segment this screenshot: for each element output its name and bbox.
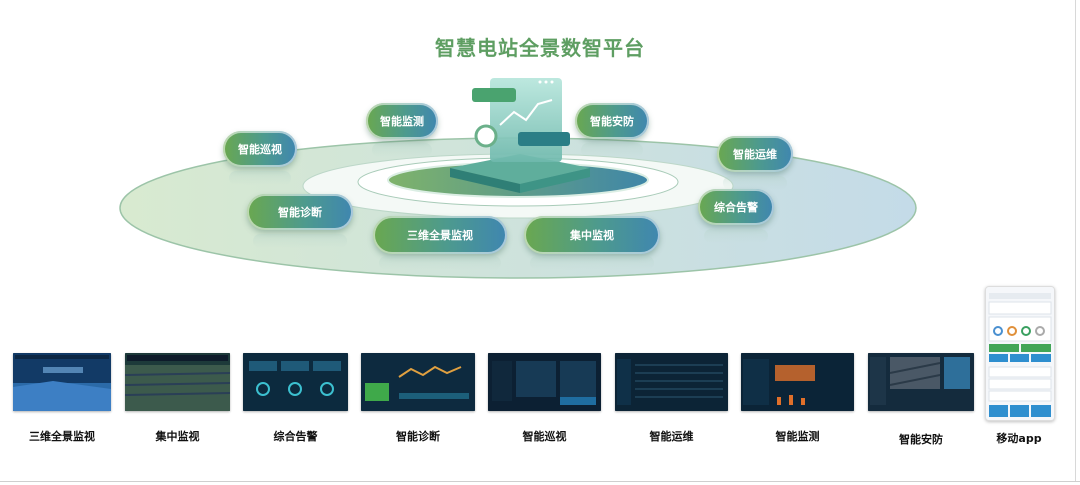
module-smart-patrol[interactable]: 智能巡视: [223, 131, 297, 185]
page-title: 智慧电站全景数智平台: [435, 36, 645, 60]
screen-thumb-central-monitoring[interactable]: [125, 353, 230, 411]
label-smart-security[interactable]: 智能安防: [899, 433, 943, 446]
bottom-divider: [0, 481, 1080, 482]
module-smart-diagnosis[interactable]: 智能诊断: [247, 194, 353, 248]
screen-thumb-smart-monitoring[interactable]: [741, 353, 854, 411]
screen-thumb-smart-patrol[interactable]: [488, 353, 601, 411]
module-smart-operation[interactable]: 智能运维: [717, 136, 793, 190]
screen-thumb-comprehensive-alarm[interactable]: [243, 353, 348, 411]
screen-thumb-smart-diagnosis[interactable]: [361, 353, 475, 411]
thumb-image: [488, 353, 601, 411]
thumb-image: [13, 353, 111, 411]
right-divider: [1075, 0, 1076, 481]
phone-image: [986, 287, 1054, 420]
label-3d-panorama[interactable]: 三维全景监视: [29, 430, 95, 443]
module-3d-panorama[interactable]: 三维全景监视: [373, 216, 507, 270]
thumb-image: [125, 353, 230, 411]
screen-thumb-smart-security[interactable]: [868, 353, 974, 411]
label-smart-monitoring[interactable]: 智能监测: [775, 430, 820, 443]
module-smart-monitoring[interactable]: 智能监测: [366, 103, 438, 157]
label-comprehensive-alarm[interactable]: 综合告警: [273, 430, 318, 443]
thumb-image: [741, 353, 854, 411]
thumb-image: [868, 353, 974, 411]
label-smart-diagnosis[interactable]: 智能诊断: [396, 430, 440, 443]
module-comprehensive-alarm[interactable]: 综合告警: [698, 189, 774, 243]
thumb-image: [615, 353, 728, 411]
platform-illustration: [119, 78, 917, 279]
label-central-monitoring[interactable]: 集中监视: [155, 430, 200, 443]
thumb-image: [361, 353, 475, 411]
label-smart-operation[interactable]: 智能运维: [649, 430, 694, 443]
screen-thumb-mobile-app[interactable]: [985, 286, 1055, 421]
screen-thumb-smart-operation[interactable]: [615, 353, 728, 411]
label-mobile-app[interactable]: 移动app: [996, 432, 1042, 445]
module-smart-security[interactable]: 智能安防: [575, 103, 649, 157]
module-central-monitoring[interactable]: 集中监视: [524, 216, 660, 270]
thumb-image: [243, 353, 348, 411]
label-smart-patrol[interactable]: 智能巡视: [522, 430, 567, 443]
screen-thumb-3d-panorama[interactable]: [13, 353, 111, 411]
